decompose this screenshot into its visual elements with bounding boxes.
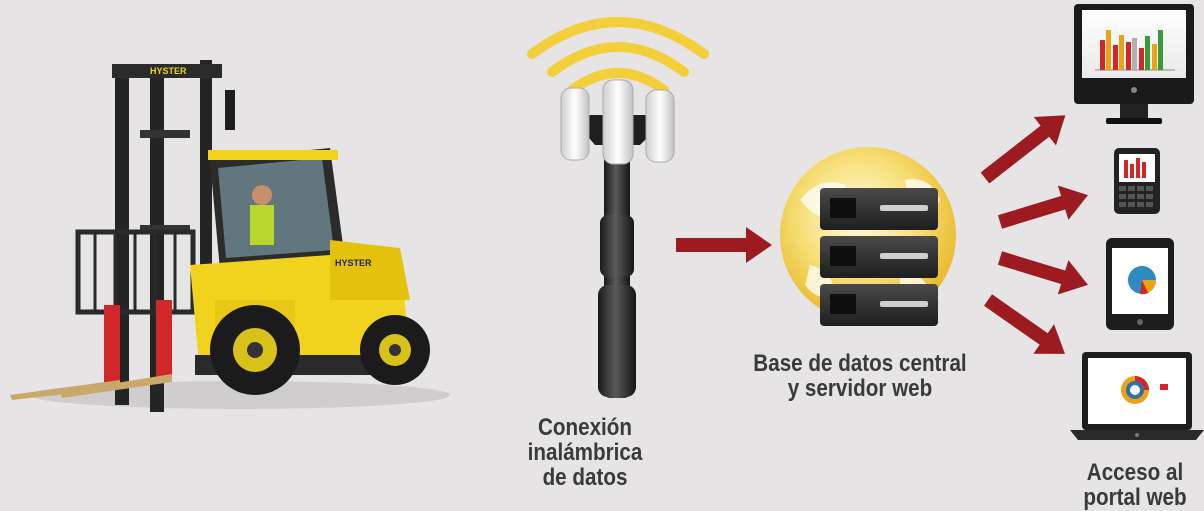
body-brand-text: HYSTER <box>335 258 372 268</box>
mast-brand-text: HYSTER <box>150 66 187 76</box>
portal-label: Acceso al portal web <box>1083 459 1187 511</box>
arrow-server-to-smartphone <box>997 185 1088 229</box>
forklift-cab <box>208 148 345 270</box>
server-rack-icon <box>820 188 938 326</box>
arrow-antenna-to-server <box>676 227 772 263</box>
antenna-illustration <box>527 17 709 398</box>
arrow-server-to-laptop <box>983 294 1066 354</box>
server-label: Base de datos central y servidor web <box>753 350 967 402</box>
arrow-server-to-tablet <box>997 251 1088 295</box>
laptop-icon <box>1070 352 1204 440</box>
tablet-icon <box>1106 238 1174 330</box>
operator-figure <box>252 185 272 205</box>
arrow-server-to-desktop <box>980 115 1066 184</box>
signal-waves-icon <box>527 17 709 95</box>
forklift-illustration: HYSTER <box>10 60 450 412</box>
desktop-monitor-icon <box>1074 4 1194 124</box>
smartphone-icon <box>1114 148 1160 214</box>
monitor-bar-chart <box>1095 30 1175 71</box>
antenna-panels <box>560 79 675 165</box>
antenna-label: Conexión inalámbrica de datos <box>527 414 643 491</box>
forklift-wheels <box>210 305 430 395</box>
arrows <box>676 115 1088 354</box>
server-illustration <box>780 147 956 326</box>
forklift-carriage <box>75 229 196 315</box>
forklift-forks <box>10 300 172 400</box>
forklift-shadow <box>30 381 450 409</box>
